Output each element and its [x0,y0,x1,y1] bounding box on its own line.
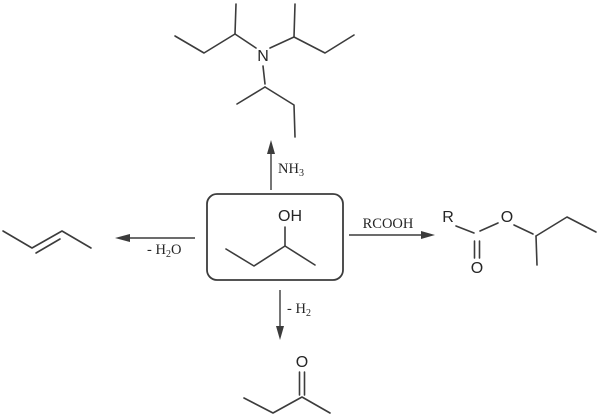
ester-r-group-label: R [442,209,454,226]
amination-arrowhead-icon [267,140,275,154]
esterification-label-main: RCOOH [363,216,414,232]
ester-chain-bond [535,216,597,237]
amine-right-cn-bond [269,36,295,49]
amine-left-chain-bond [174,33,236,54]
ester-structure: R O O [442,209,597,277]
butene-chain-bond [2,230,92,249]
esterification-arrow-group: RCOOH [349,216,435,239]
amination-label: NH3 [278,161,304,179]
ester-rc-bond [455,225,475,234]
dehydrogenation-label-subscript: 2 [306,308,311,319]
amine-left-methyl-bond [234,3,237,35]
amine-right-chain-bond [293,34,355,54]
amine-right-methyl-bond [293,3,296,38]
dehydrogenation-arrowhead-icon [276,326,284,340]
ester-oxygen-label: O [501,209,513,226]
dehydrogenation-label-main: - H [287,301,306,317]
esterification-arrowhead-icon [421,231,435,239]
amine-bottom-chain-bond [264,86,296,138]
amination-label-main: NH [278,161,299,177]
ester-oc-bond [513,224,534,235]
amine-bottom-cn-bond [262,65,266,85]
amine-structure: N [174,3,355,138]
dehydration-arrowhead-icon [115,234,130,242]
dehydration-label-subscript: 2 [166,249,171,260]
amination-arrow-group: NH3 [267,140,304,190]
dehydrogenation-label: - H2 [287,301,311,319]
dehydration-arrow-group: - H2O [115,234,195,260]
butanone-structure: O [243,354,331,414]
nitrogen-atom-label: N [257,48,269,65]
amine-left-cn-bond [234,33,257,49]
butanol-chain-bond [225,245,316,267]
butene-double-bond [35,238,61,254]
amine-bottom-methyl-bond [236,86,266,105]
ester-carbonyl-oxygen-label: O [471,260,483,277]
dehydration-label-tail: O [171,242,181,258]
ester-co-bond [479,222,499,232]
dehydration-label-main: - H [147,242,166,258]
esterification-label: RCOOH [363,216,414,232]
sec-butanol-box-group: OH [206,193,344,281]
butene-structure [2,230,92,254]
hydroxyl-label: OH [278,208,302,225]
dehydration-label: - H2O [147,242,181,260]
butanone-chain-bond [243,396,331,414]
amination-label-subscript: 3 [299,168,304,179]
reactant-box [206,193,344,281]
ester-methyl-bond [535,235,538,266]
dehydrogenation-arrow-group: - H2 [276,290,311,340]
ketone-oxygen-label: O [296,354,308,371]
